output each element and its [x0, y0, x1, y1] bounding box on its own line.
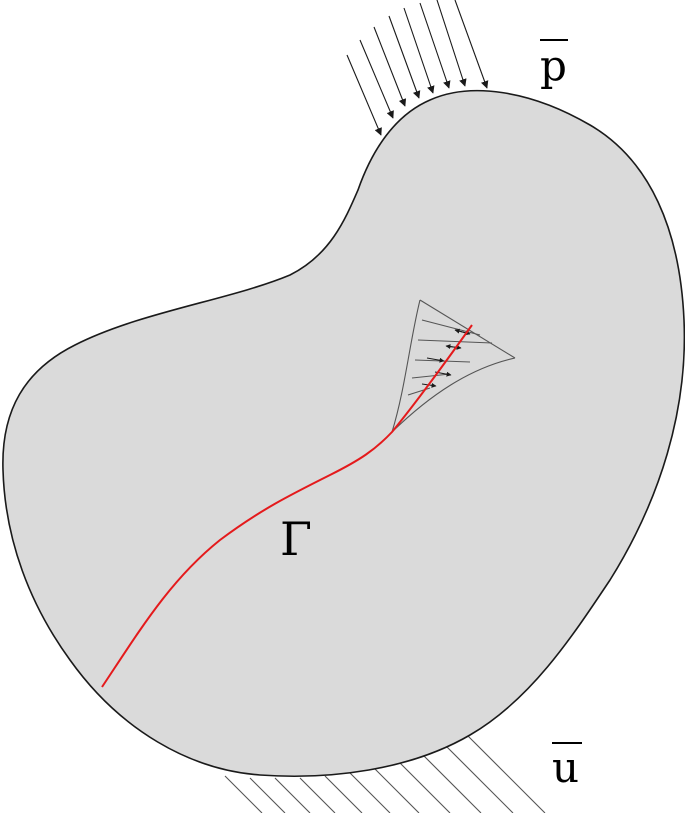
displacement-label: u [552, 743, 579, 792]
load-label: p [540, 41, 567, 90]
load-arrows [346, 0, 489, 136]
crack-path [101, 324, 473, 688]
crack-label: Γ [280, 512, 312, 566]
elastic-body [2, 89, 685, 777]
support-hatch [224, 733, 546, 813]
